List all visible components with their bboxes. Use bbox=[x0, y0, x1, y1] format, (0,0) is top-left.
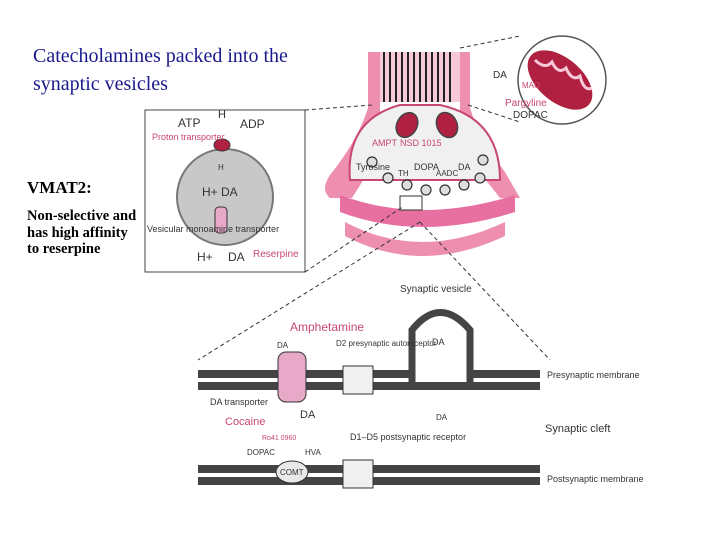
mao-label: MAO bbox=[522, 81, 540, 90]
presynaptic-membrane-label: Presynaptic membrane bbox=[547, 370, 640, 380]
mito-dopac-label: DOPAC bbox=[513, 110, 548, 121]
proton-pump bbox=[213, 138, 231, 152]
slide-title: Catecholamines packed into the synaptic … bbox=[33, 45, 288, 95]
cleft-da-label: DA bbox=[436, 413, 448, 422]
synapse-da-mid-label: DA bbox=[300, 409, 316, 421]
synaptic-cleft-label: Synaptic cleft bbox=[545, 423, 610, 435]
pargyline-label: Pargyline bbox=[505, 98, 547, 109]
hva-label: HVA bbox=[305, 448, 322, 457]
postsynaptic-membrane-label: Postsynaptic membrane bbox=[547, 474, 644, 484]
ampt-label: AMPT bbox=[372, 138, 398, 148]
terminal-da-label: DA bbox=[458, 162, 471, 172]
d2-autoreceptor-label: D2 presynaptic autoreceptor bbox=[336, 339, 437, 348]
presynaptic-terminal bbox=[325, 52, 520, 256]
proton-transporter-label: Proton transporter bbox=[152, 132, 225, 142]
vesicle-da-label: DA bbox=[432, 337, 445, 347]
th-label: TH bbox=[398, 169, 409, 178]
d1-d5-label: D1–D5 postsynaptic receptor bbox=[350, 432, 466, 442]
mitochondrion-inset bbox=[517, 35, 607, 125]
atp-label: ATP bbox=[178, 116, 200, 130]
da-transporter-label: DA transporter bbox=[210, 397, 268, 407]
h-plus-da-label: H+ DA bbox=[202, 185, 238, 199]
membranes bbox=[198, 309, 540, 489]
aadc-label: AADC bbox=[436, 169, 458, 178]
synapse-dopac-label: DOPAC bbox=[247, 448, 275, 457]
adp-label: ADP bbox=[240, 117, 265, 131]
h-plus-bottom-label: H+ bbox=[197, 250, 213, 264]
h-top-label: H bbox=[218, 109, 226, 121]
synapse-da-left-label: DA bbox=[277, 341, 289, 350]
synaptic-vesicle-label: Synaptic vesicle bbox=[400, 284, 472, 295]
vesicular-transporter-label: Vesicular monoamine transporter bbox=[147, 224, 279, 234]
comt-label: COMT bbox=[280, 468, 304, 477]
h-small-label: H bbox=[218, 163, 224, 172]
amphetamine-label: Amphetamine bbox=[290, 320, 364, 334]
vmat-transporter bbox=[214, 206, 228, 234]
reserpine-label: Reserpine bbox=[253, 249, 299, 260]
vmat2-description: Non-selective and has high affinity to r… bbox=[27, 208, 137, 257]
mito-da-label: DA bbox=[493, 70, 507, 81]
ro-label: Ro41 0960 bbox=[262, 435, 296, 442]
tyrosine-label: Tyrosine bbox=[356, 162, 390, 172]
dopa-label: DOPA bbox=[414, 162, 439, 172]
da-bottom-label: DA bbox=[228, 250, 245, 264]
nsd-label: NSD 1015 bbox=[400, 138, 442, 148]
vmat2-heading: VMAT2: bbox=[27, 178, 92, 197]
cocaine-label: Cocaine bbox=[225, 416, 265, 428]
